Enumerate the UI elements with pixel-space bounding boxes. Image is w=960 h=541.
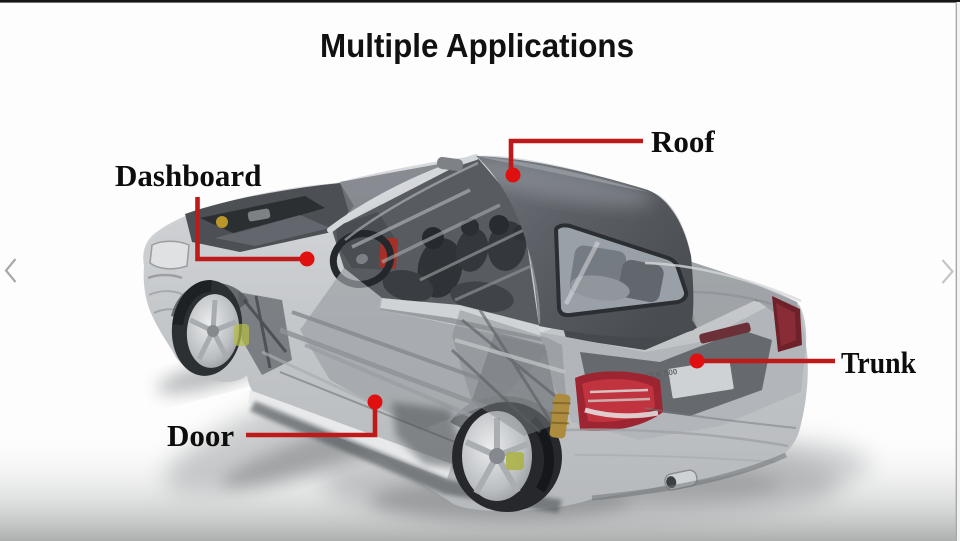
svg-text:Dashboard: Dashboard (115, 158, 261, 193)
svg-text:Roof: Roof (651, 124, 715, 159)
svg-text:Trunk: Trunk (841, 345, 917, 380)
svg-text:Multiple Applications: Multiple Applications (320, 28, 634, 65)
svg-text:Door: Door (167, 418, 234, 453)
